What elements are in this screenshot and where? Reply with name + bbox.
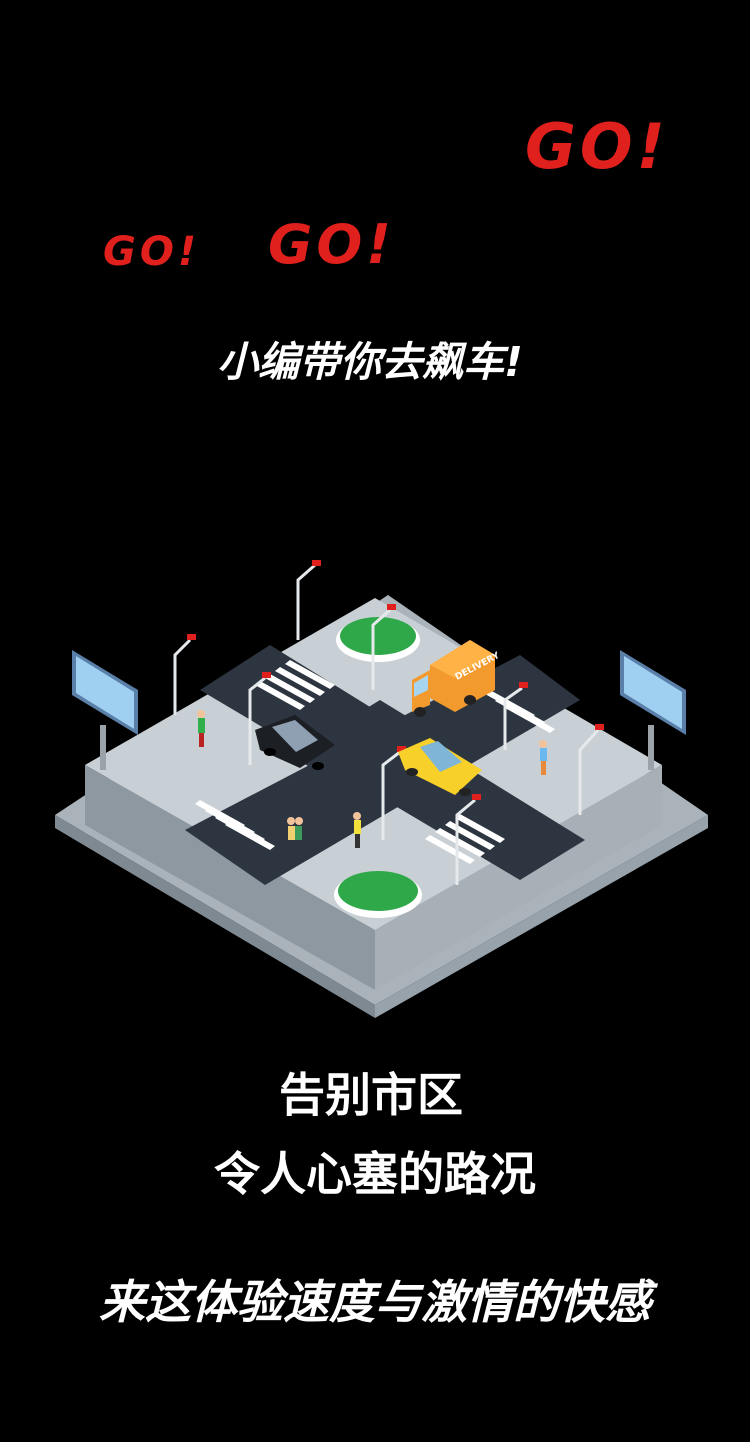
pedestrians: [197, 710, 547, 848]
block-side-left: [85, 765, 375, 990]
subtitle-line-2: 令人心塞的路况: [214, 1147, 536, 1201]
green-circle-top: [336, 617, 420, 662]
headline: 小编带你去飙车!: [217, 338, 523, 386]
black-car: [255, 715, 335, 770]
intersection-illustration: DELIVERY: [55, 560, 708, 1018]
go-text-small: GO!: [103, 229, 201, 275]
road-center: [290, 700, 470, 810]
billboard-right: [620, 650, 686, 770]
base-side-right: [375, 815, 708, 1018]
crosswalk-sw: [195, 800, 275, 850]
subtitle-line-1: 告别市区: [279, 1068, 463, 1122]
lamp-heads: [187, 560, 604, 800]
go-text-medium: GO!: [268, 213, 395, 276]
crosswalk-nw: [255, 660, 335, 710]
street-lamps: [173, 563, 600, 885]
yellow-car: [398, 738, 482, 796]
billboard-left: [72, 650, 138, 770]
go-text-large: GO!: [525, 110, 669, 183]
green-circle-bottom: [334, 871, 422, 918]
base-side-left: [55, 815, 375, 1018]
tagline: 来这体验速度与激情的快感: [99, 1275, 651, 1329]
delivery-truck: DELIVERY: [412, 640, 502, 717]
crosswalk-ne: [485, 690, 555, 733]
